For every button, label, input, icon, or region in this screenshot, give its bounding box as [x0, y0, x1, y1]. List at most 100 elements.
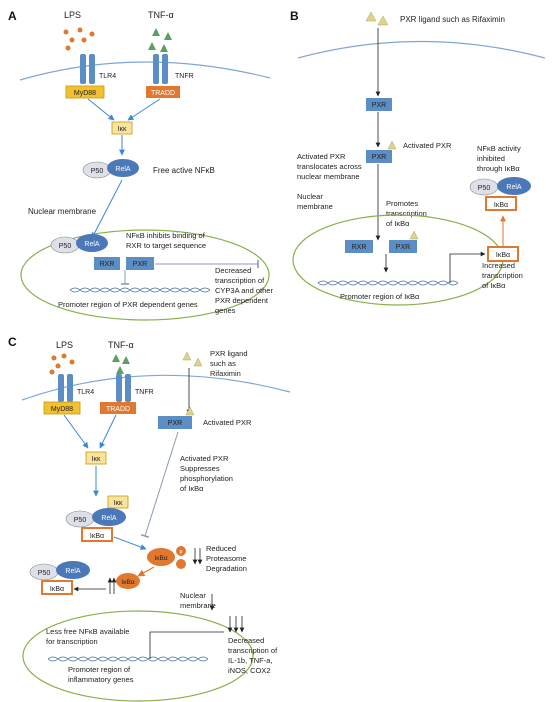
ligand-text-c2: such as	[210, 359, 236, 368]
ikba-complex-box-c	[81, 527, 113, 542]
reduced-arrows	[192, 548, 203, 565]
myd88-label-c: MyD88	[51, 406, 73, 413]
panel-c: C LPS TNF-α PXR ligand such as Rifaximin…	[8, 335, 291, 702]
decrease-arrows-c	[227, 616, 245, 633]
tlr4-label-c: TLR4	[77, 389, 94, 396]
arrow-dna-ikba	[449, 251, 486, 283]
phosphate-group-2	[176, 559, 186, 569]
free-nfkb-label: Free active NFκB	[153, 166, 215, 175]
phosphate-group-1	[176, 546, 186, 556]
rela-label-c2: RelA	[65, 568, 81, 575]
ikk-bound-label-c: Iκκ	[114, 500, 123, 507]
rxr-box	[94, 257, 120, 270]
nuclear-text-1: Nuclear	[297, 192, 323, 201]
rxr-label: RXR	[100, 261, 115, 268]
decreased-text-c1: Decreased	[228, 636, 264, 645]
inhibit-phosphorylation	[140, 431, 179, 538]
suppress-text-4: of IκBα	[180, 484, 204, 493]
decreased-text-3: CYP3A and other	[215, 286, 273, 295]
ikba-complex-label-b: IκBα	[494, 202, 508, 209]
nucleus-outline-c	[22, 610, 254, 702]
tnf-molecules-c	[112, 354, 130, 374]
nfkb-inhibited-text-2: inhibited	[477, 154, 505, 163]
degraded-ikba-label-c: IκBα	[121, 579, 134, 586]
activated-pxr-box-b	[366, 150, 392, 163]
ikba-new-box-b	[487, 246, 519, 262]
dna-strand-a	[69, 287, 211, 293]
nuclear-membrane-label: Nuclear membrane	[28, 207, 97, 216]
arrow-phosphorylation	[113, 536, 147, 550]
pxr-label: PXR	[133, 261, 147, 268]
nuclear-text-c2: membrane	[180, 601, 216, 610]
nuclear-pxr-label-b: PXR	[396, 244, 410, 251]
nfkb-inhibited-text-1: NFκB activity	[477, 144, 521, 153]
cell-membrane-b	[297, 40, 546, 59]
activated-pxr-label-c: Activated PXR	[203, 418, 252, 427]
dna-strand-c	[47, 656, 209, 662]
nuclear-p50-label: P50	[59, 243, 72, 250]
nuclear-text-2: membrane	[297, 202, 333, 211]
arrow-tradd-ikk	[127, 98, 161, 121]
arrow-nfkb-nucleus	[91, 179, 123, 239]
nuclear-text-c1: Nuclear	[180, 591, 206, 600]
ligand-triangle-c1	[182, 351, 192, 361]
myd88-box-c	[43, 401, 81, 415]
ligand-text-c3: Rifaximin	[210, 369, 241, 378]
suppress-text-1: Activated PXR	[180, 454, 229, 463]
promoter-text-c1: Promoter region of	[68, 665, 131, 674]
panel-b: B PXR ligand such as Rifaximin PXR PXR A…	[290, 9, 546, 306]
rela-protein-c	[92, 508, 126, 526]
arrow-myd88-ikk	[87, 98, 115, 121]
activated-pxr-box-label-b: PXR	[372, 154, 386, 161]
tlr4-label: TLR4	[99, 73, 116, 80]
decreased-text-4: PXR dependent	[215, 296, 269, 305]
increased-text-1: Increased	[482, 261, 515, 270]
arrow-tradd-ikk-c	[99, 414, 117, 449]
tradd-box	[146, 86, 180, 98]
promoter-text-c2: inflammatory genes	[68, 675, 134, 684]
pxr-box	[126, 257, 154, 270]
myd88-box	[65, 85, 105, 99]
ikk-label-c: Iκκ	[92, 456, 101, 463]
p50-label: P50	[91, 168, 104, 175]
connector-decreased	[149, 631, 224, 659]
tnfr-receptor-c	[116, 374, 131, 402]
decreased-text-2: transcription of	[215, 276, 265, 285]
ligand-label-b: PXR ligand such as Rifaximin	[400, 15, 505, 24]
translocate-text-1: Activated PXR	[297, 152, 346, 161]
tlr4-receptor-c	[58, 374, 73, 402]
tnfr-label: TNFR	[175, 73, 194, 80]
reduced-text-2: Proteasome	[206, 554, 246, 563]
panel-a: A LPS TNF-α TLR4 TNFR MyD88 TRADD	[8, 9, 273, 321]
inhibit-text-2: RXR to target sequence	[126, 241, 206, 250]
cell-membrane-c	[21, 374, 291, 401]
promoter-label-a: Promoter region of PXR dependent genes	[58, 300, 198, 309]
panel-c-label: C	[8, 335, 17, 349]
bound-ligand-b	[387, 140, 397, 150]
ikk-label: Iκκ	[118, 126, 127, 133]
rela-protein-c2	[56, 561, 90, 579]
ligand-triangle-1	[365, 11, 377, 22]
panel-a-label: A	[8, 9, 17, 23]
decreased-text-1: Decreased	[215, 266, 251, 275]
panel-b-label: B	[290, 9, 299, 23]
increased-text-3: of IκBα	[482, 281, 506, 290]
ikk-box-c	[85, 451, 107, 465]
translocate-text-2: translocates across	[297, 162, 362, 171]
inhibit-text-1: NFκB inhibits binding of	[126, 231, 206, 240]
p50-label-c: P50	[74, 517, 87, 524]
degraded-ikba-c	[116, 573, 140, 589]
reduced-text-1: Reduced	[206, 544, 236, 553]
tnf-molecules	[148, 28, 172, 52]
lps-molecules-c	[49, 353, 75, 375]
ligand-triangle-c2	[193, 357, 203, 367]
phospho-ikba-label-c: IκBα	[154, 555, 167, 562]
decreased-text-c2: transcription of	[228, 646, 278, 655]
promotes-text-1: Promotes	[386, 199, 418, 208]
suppress-text-2: Suppresses	[180, 464, 220, 473]
pxr-box-b	[366, 98, 392, 111]
p50-label-b: P50	[478, 185, 491, 192]
ikk-bound-box-c	[107, 495, 129, 509]
lps-label: LPS	[64, 10, 81, 20]
